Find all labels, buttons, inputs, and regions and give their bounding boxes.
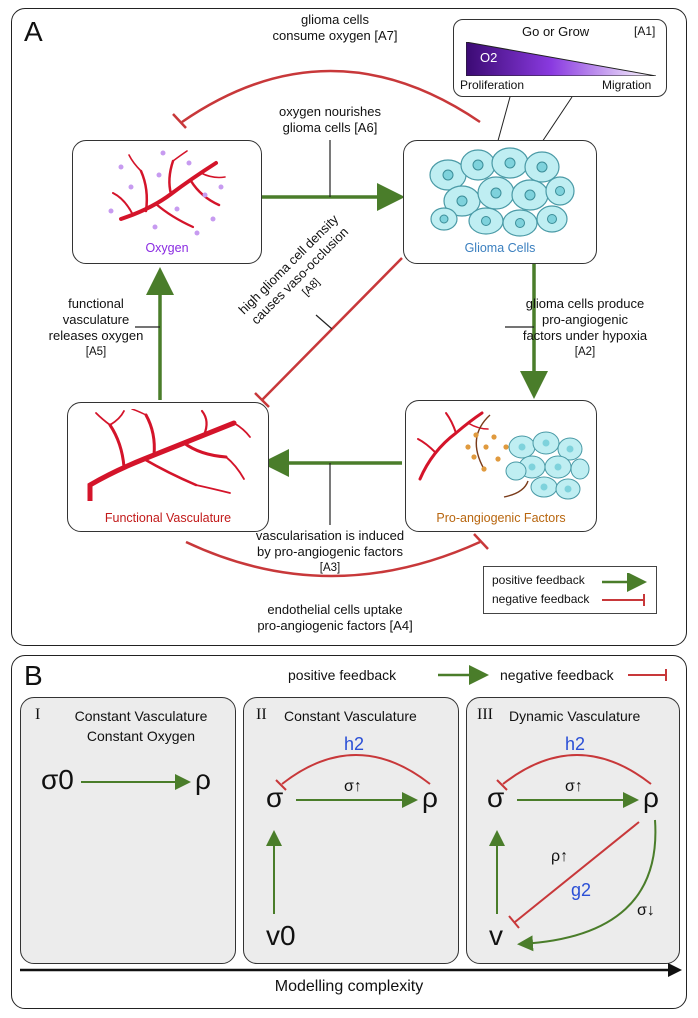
arc-a7-bar: [172, 113, 187, 129]
sigma0-symbol: σ0: [41, 764, 74, 795]
line-g2-bar: [508, 915, 520, 929]
label-a4-line2: pro-angiogenic factors [A4]: [257, 618, 413, 633]
go-or-grow-ref: [A1]: [634, 24, 656, 38]
vessel-illustration-oxygen: [108, 150, 226, 236]
subpanel-3-title: Dynamic Vasculature: [509, 708, 641, 724]
glioma-cells-illustration: [429, 147, 575, 237]
rho-up-label: ρ↑: [551, 848, 569, 865]
h2-label-3: h2: [565, 734, 586, 754]
label-a2-line2: pro-angiogenic: [541, 312, 628, 327]
subpanel-1-roman: I: [35, 706, 41, 723]
arc-a4: [185, 540, 481, 578]
panel-a: [11, 8, 687, 646]
label-a6: oxygen nourishes glioma cells [A6]: [240, 104, 420, 136]
label-a7: glioma cells consume oxygen [A7]: [240, 12, 430, 44]
sigma-down-label: σ↓: [637, 902, 655, 919]
node-vasculature: Functional Vasculature: [67, 402, 269, 532]
subpanel-3-roman: III: [477, 706, 493, 723]
arc-a4-bar: [473, 533, 489, 550]
legend-a-symbols: [602, 573, 647, 606]
arc-h2-3: [502, 754, 652, 785]
line-g2: [514, 821, 640, 923]
node-factors: Pro-angiogenic Factors: [405, 400, 597, 532]
label-a6-line2: glioma cells [A6]: [282, 120, 378, 135]
complexity-axis: [20, 963, 682, 977]
arc-h2-3-bar: [496, 779, 508, 791]
label-a5: functional vasculature releases oxygen […: [36, 296, 156, 360]
label-a2-line3: factors under hypoxia: [522, 328, 648, 343]
line-a8-bar: [254, 392, 270, 408]
arrow-rho-v: [517, 819, 657, 952]
label-a7-line2: consume oxygen [A7]: [272, 28, 398, 43]
v-symbol: v: [489, 920, 503, 951]
sigma-up-label-2: σ↑: [344, 778, 362, 795]
sigma-symbol-3: σ: [487, 782, 505, 813]
label-a5-line4: [A5]: [85, 346, 107, 358]
vessel-illustration-vasculature: [87, 409, 251, 501]
arc-a7: [181, 69, 481, 124]
panel-a-legend: positive feedback negative feedback: [483, 566, 657, 614]
node-factors-label: Pro-angiogenic Factors: [436, 511, 566, 525]
proliferation-label: Proliferation: [460, 78, 525, 92]
node-glioma-label: Glioma Cells: [464, 241, 536, 255]
o2-label: O2: [480, 50, 498, 65]
label-a2-line4: [A2]: [574, 346, 596, 358]
label-a3-line3: [A3]: [319, 562, 341, 574]
subpanel-2-arrows: [266, 754, 431, 914]
arc-h2-2: [281, 754, 431, 785]
go-or-grow-gradient: [466, 42, 656, 76]
subpanel-2-title: Constant Vasculature: [284, 708, 417, 724]
legend-a-positive-label: positive feedback: [492, 573, 585, 587]
migration-label: Migration: [602, 78, 652, 92]
line-a8-tick: [315, 314, 333, 330]
node-oxygen-label: Oxygen: [145, 241, 189, 255]
subpanel-1-title-line1: Constant Vasculature: [74, 708, 208, 724]
panel-a-letter: A: [24, 16, 43, 47]
subpanel-1-arrows: [81, 774, 191, 790]
rho-symbol-3: ρ: [643, 782, 659, 813]
go-or-grow-box: Go or Grow [A1] O2 Proliferation Migrati…: [453, 19, 667, 97]
label-a6-line1: oxygen nourishes: [279, 104, 381, 119]
subpanel-1-title-line2: Constant Oxygen: [86, 728, 196, 744]
node-oxygen: Oxygen: [72, 140, 262, 264]
panel-b-letter: B: [24, 660, 43, 691]
label-a5-line2: vasculature: [62, 312, 130, 327]
label-a4: endothelial cells uptake pro-angiogenic …: [215, 602, 455, 634]
goorgrow-pointer-left: [495, 96, 511, 149]
sigma-symbol-2: σ: [266, 782, 284, 813]
label-a3: vascularisation is induced by pro-angiog…: [220, 528, 440, 576]
goorgrow-pointer-right: [537, 96, 573, 149]
rho-symbol-1: ρ: [195, 764, 211, 795]
complexity-axis-label: Modelling complexity: [274, 978, 424, 995]
sigma-up-label-3: σ↑: [565, 778, 583, 795]
subpanel-3-arrows: [489, 754, 657, 952]
label-a2: glioma cells produce pro-angiogenic fact…: [500, 296, 670, 360]
legend-b-negative-label: negative feedback: [500, 667, 614, 683]
label-a3-line1: vascularisation is induced: [255, 528, 405, 543]
go-or-grow-title: Go or Grow: [522, 24, 590, 39]
subpanel-1: I Constant Vasculature Constant Oxygen σ…: [20, 697, 236, 964]
label-a3-line2: by pro-angiogenic factors: [257, 544, 403, 559]
subpanel-3: III Dynamic Vasculature h2 σ ρ σ↑ ρ↑ g2 …: [466, 697, 680, 964]
subpanel-2: II Constant Vasculature h2 σ ρ σ↑ v0: [243, 697, 459, 964]
legend-a-negative-label: negative feedback: [492, 592, 590, 606]
v0-symbol: v0: [266, 920, 296, 951]
subpanel-2-roman: II: [256, 706, 267, 723]
label-a7-line1: glioma cells: [301, 12, 369, 27]
panel-a-arrows: [135, 69, 573, 578]
arc-h2-2-bar: [275, 779, 287, 791]
legend-b-symbols: [438, 665, 667, 685]
node-vasculature-label: Functional Vasculature: [104, 511, 232, 525]
label-a2-line1: glioma cells produce: [525, 296, 645, 311]
factors-illustration: [417, 411, 590, 500]
node-glioma: Glioma Cells: [403, 140, 597, 264]
rho-symbol-2: ρ: [422, 782, 438, 813]
h2-label-2: h2: [344, 734, 365, 754]
g2-label: g2: [571, 880, 592, 900]
label-a4-line1: endothelial cells uptake: [267, 602, 403, 617]
legend-b-positive-label: positive feedback: [288, 667, 397, 683]
label-a5-line3: releases oxygen: [48, 328, 144, 343]
label-a5-line1: functional: [68, 296, 124, 311]
